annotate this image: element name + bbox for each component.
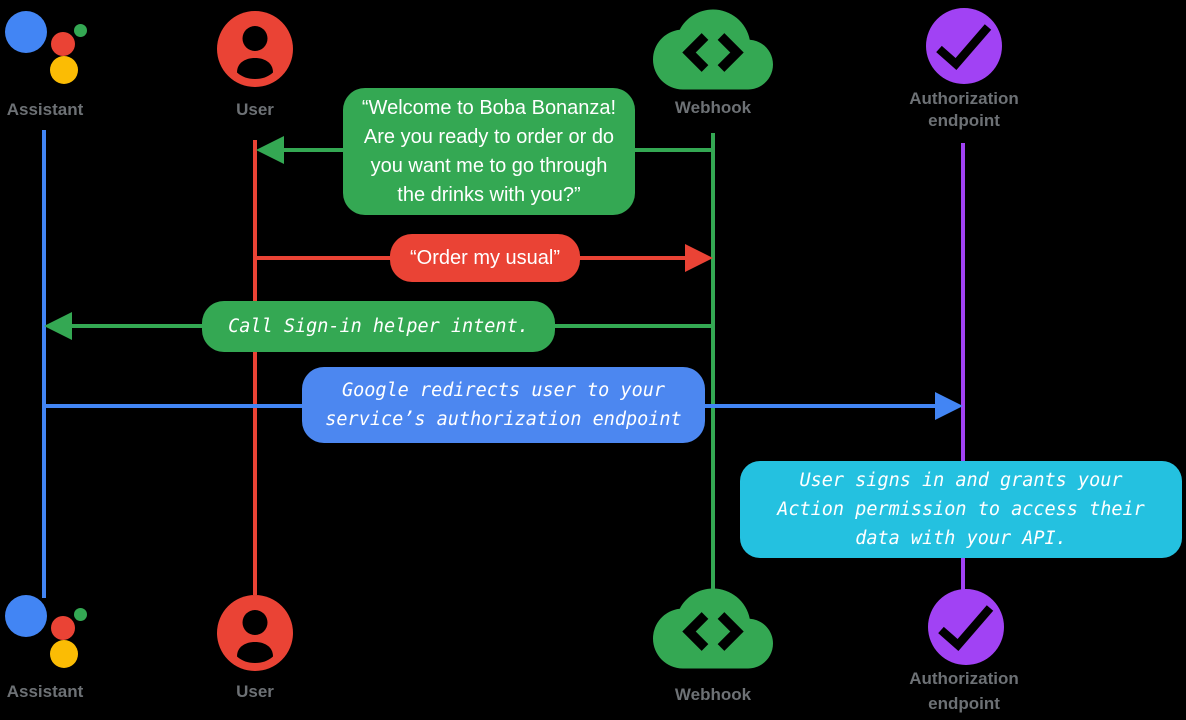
assistant-yellow-dot <box>50 56 78 84</box>
assistant-green-dot <box>74 24 87 37</box>
google-assistant-icon <box>5 592 95 672</box>
redirect-arrow-head <box>935 392 963 420</box>
webhook-lifeline <box>711 133 715 595</box>
assistant-blue-dot <box>5 595 47 637</box>
note-message-bubble: User signs in and grants your Action per… <box>740 461 1182 558</box>
signin-message-bubble: Call Sign-in helper intent. <box>202 301 555 352</box>
assistant-lifeline <box>42 130 46 598</box>
check-circle-icon <box>926 8 1002 89</box>
assistant-red-dot <box>51 32 75 56</box>
welcome-arrow-head <box>256 136 284 164</box>
assistant-blue-dot <box>5 11 47 53</box>
webhook-label-bottom: Webhook <box>674 685 752 704</box>
user-label-top: User <box>236 100 274 119</box>
check-circle-icon <box>928 589 1004 670</box>
user-lifeline <box>253 140 257 595</box>
code-cloud-icon <box>653 2 773 97</box>
order-arrow-head <box>685 244 713 272</box>
webhook-label-top: Webhook <box>674 98 752 117</box>
user-label-bottom: User <box>236 682 274 701</box>
person-icon <box>217 11 293 92</box>
redirect-message-bubble: Google redirects user to your service’s … <box>302 367 705 443</box>
assistant-red-dot <box>51 616 75 640</box>
person-icon <box>217 595 293 676</box>
assistant-green-dot <box>74 608 87 621</box>
assistant-label-bottom: Assistant <box>6 682 84 701</box>
order-message-bubble: “Order my usual” <box>390 234 580 282</box>
authorization-label-top: Authorization endpoint <box>909 89 1019 130</box>
google-assistant-icon <box>5 8 95 88</box>
authorization-lifeline <box>961 143 965 592</box>
welcome-message-bubble: “Welcome to Boba Bonanza! Are you ready … <box>343 88 635 215</box>
assistant-label-top: Assistant <box>6 100 84 119</box>
code-cloud-icon <box>653 581 773 676</box>
authorization-label-bottom: Authorization endpoint <box>909 669 1019 713</box>
assistant-yellow-dot <box>50 640 78 668</box>
signin-arrow-head <box>44 312 72 340</box>
